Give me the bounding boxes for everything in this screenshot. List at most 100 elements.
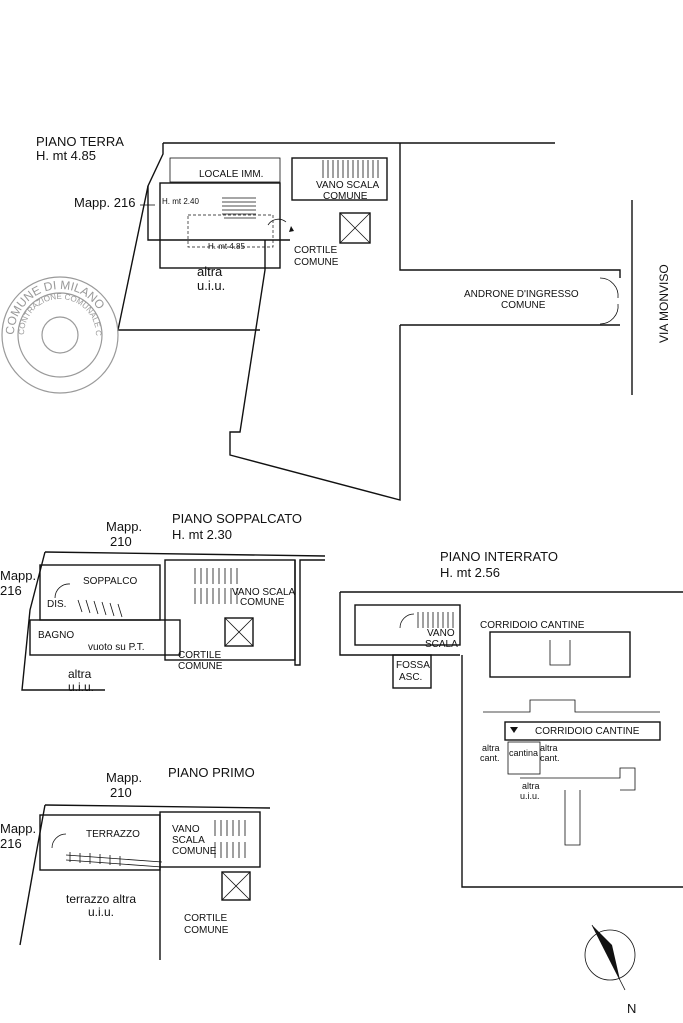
first-elevator [221,871,251,901]
first-stair-block [159,811,261,868]
vano-scala-comune-label: COMUNE [323,191,368,202]
fossa-asc-label: ASC. [399,672,422,683]
terrazzo-label: TERRAZZO [86,829,140,840]
mezz-mapp210-label: Mapp. [106,519,142,534]
mezz-elevator [224,617,254,647]
first-west-wall [19,804,46,946]
mezz-stair-block [164,559,296,661]
first-stairs [65,820,246,868]
mezz-vano-comune-label: COMUNE [240,597,285,608]
corridoio-cantine-label: CORRIDOIO CANTINE [480,620,585,631]
basement-south-wall [461,655,683,888]
altra-label: altra [197,264,223,279]
cantina-label: cantina [509,748,538,758]
dis-label: DIS. [47,599,66,610]
basement-altra-uiu-label: u.i.u. [520,791,540,801]
altra-cant-a-sub-label: cant. [480,753,500,763]
main-height-label: H. mt 4.85 [208,242,245,251]
mezz-east-wall [294,559,325,666]
mezz-mapp216-number: 216 [0,583,22,598]
vuoto-label: vuoto su P.T. [88,642,145,653]
cortile-label: CORTILE [294,245,337,256]
mezz-stairs [77,568,238,618]
first-floor-plan: PIANO PRIMO Mapp. 210 Mapp. 216 TERRA [0,765,271,960]
cantina-cell [549,640,571,666]
terrazzo-altra-label: terrazzo altra [66,892,136,906]
north-label: N [627,1001,636,1016]
fossa-room [392,654,432,689]
androne-door-arcs [599,277,619,325]
corridoio-cantine-2-label: CORRIDOIO CANTINE [535,726,640,737]
corridor-2-north [483,699,660,713]
ground-androne-north [399,143,621,278]
locale-room [169,157,281,183]
mezz-door-arc [54,583,71,599]
first-door-arc [51,833,67,849]
basement-door-arc [399,613,415,629]
altra-uiu-label: u.i.u. [197,278,225,293]
basement-scala-label: SCALA [425,639,458,650]
altra-cant-b-label: altra [540,743,558,753]
mezz-dashed-outline [187,214,274,248]
basement-title: PIANO INTERRATO [440,549,558,564]
altra-cant-b-sub-label: cant. [540,753,560,763]
basement-vano-label: VANO [427,628,455,639]
corridor-2 [504,721,661,741]
soppalco-room [39,564,161,621]
fossa-label: FOSSA [396,660,430,671]
mezzanine-title: PIANO SOPPALCATO [172,511,302,526]
ground-courtyard-wall [229,240,401,501]
soppalco-label: SOPPALCO [83,576,137,587]
mezz-mapp210-number: 210 [110,534,132,549]
ground-mezz-wall [147,186,290,241]
street-label: VIA MONVISO [657,264,671,343]
cortile-comune-label: COMUNE [294,257,339,268]
mezz-height-label: H. mt 2.40 [162,197,199,206]
ground-stairs [222,160,379,219]
cantina-room [507,741,541,775]
basement-altra-label: altra [522,781,540,791]
ground-door-arc [267,218,287,226]
mezz-cortile-comune-label: COMUNE [178,661,223,672]
mezz-vano-label: VANO SCALA [232,587,295,598]
first-mapp210-label: Mapp. [106,770,142,785]
mapp-216-label: Mapp. 216 [74,195,135,210]
basement-marker-icon [510,727,518,733]
androne-label: ANDRONE D'INGRESSO [464,289,579,300]
first-floor-title: PIANO PRIMO [168,765,255,780]
ground-floor-title: PIANO TERRA [36,134,124,149]
first-north-wall [44,804,271,809]
mezzanine-height: H. mt 2.30 [172,527,232,542]
mezz-west-wall [21,551,105,691]
terrazzo-altra-uiu-label: u.i.u. [88,905,114,919]
first-mapp210-number: 210 [110,785,132,800]
entrance-marker-icon [289,226,294,232]
basement-stairs [417,612,454,628]
ground-floor-height: H. mt 4.85 [36,148,96,163]
first-comune-label: COMUNE [172,846,217,857]
first-cortile-comune-label: COMUNE [184,925,229,936]
cantine-block [489,631,631,678]
first-scala-label: SCALA [172,835,205,846]
mezz-altra-label: altra [68,667,92,681]
androne-comune-label: COMUNE [501,300,546,311]
first-mapp216-label: Mapp. [0,821,36,836]
locale-label: LOCALE IMM. [199,169,263,180]
bagno-label: BAGNO [38,630,74,641]
stair-room [291,157,388,201]
basement-stair-room [354,604,461,646]
mezzanine-floor-plan: PIANO SOPPALCATO H. mt 2.30 Mapp. 210 Ma… [0,511,326,694]
basement-floor-plan: PIANO INTERRATO H. mt 2.56 VANO SCALA CO… [339,549,683,888]
mezz-north-wall [44,551,326,557]
vano-scala-label: VANO SCALA [316,180,379,191]
first-mapp216-number: 216 [0,836,22,851]
ground-unit-room [159,182,281,269]
ground-floor-plan: PIANO TERRA H. mt 4.85 [36,134,671,501]
mezz-cortile-label: CORTILE [178,650,221,661]
ground-elevator [339,212,371,244]
corridor-3 [520,767,636,791]
vuoto-room [29,619,181,656]
altra-cant-a-label: altra [482,743,500,753]
corridor-4 [564,790,581,846]
